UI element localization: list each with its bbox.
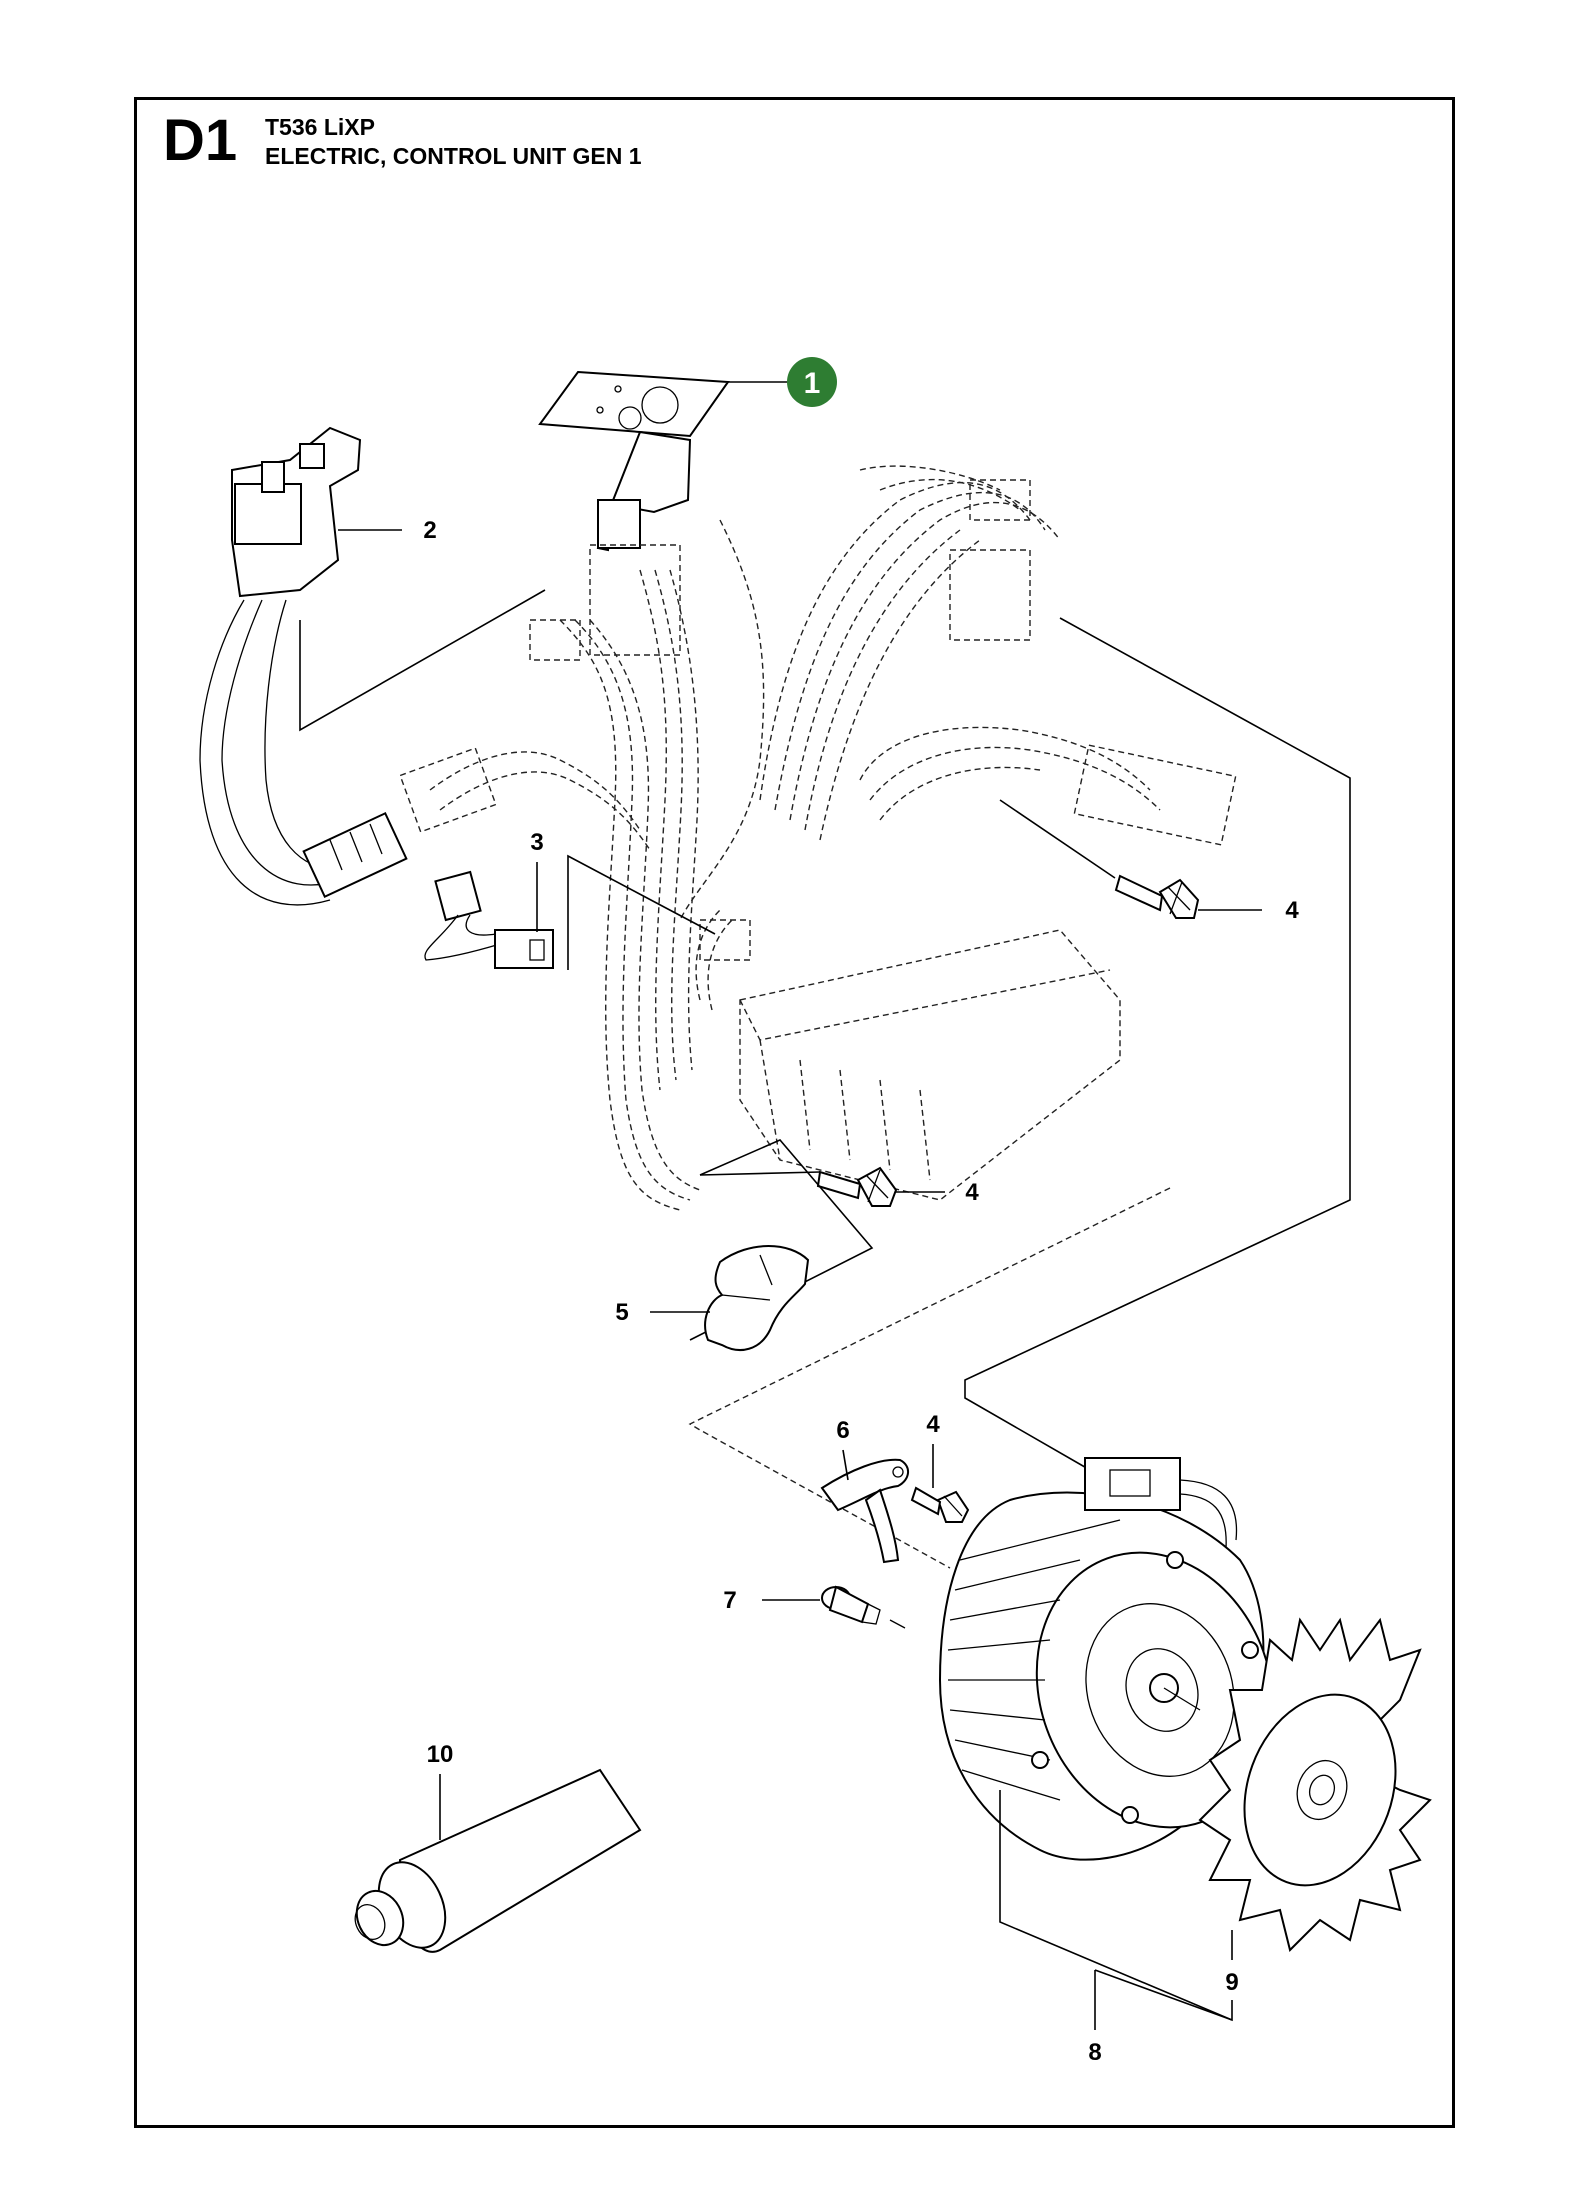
callout-badge-1[interactable]	[787, 357, 837, 407]
callout-3: 3	[530, 829, 543, 856]
control-unit-module[interactable]	[739, 929, 1121, 1201]
part-9-fan[interactable]	[1198, 1617, 1432, 1952]
callout-4-middle: 4	[965, 1179, 979, 1206]
leader-8-right	[1094, 1969, 1233, 2022]
screw-4-axis-upper	[999, 799, 1116, 879]
callout-2: 2	[423, 517, 436, 544]
section-description: ELECTRIC, CONTROL UNIT GEN 1	[265, 143, 642, 169]
callout-6: 6	[836, 1417, 849, 1444]
callout-10: 10	[427, 1741, 454, 1768]
part-1-label-sticker[interactable]	[538, 370, 730, 552]
connector-leader-motor	[964, 617, 1351, 1471]
part-10-grease-tube[interactable]	[348, 1768, 642, 1958]
connector-leader-2	[299, 589, 546, 732]
leader-8-left	[999, 1790, 1233, 2021]
callout-4-upper: 4	[1285, 897, 1299, 924]
wire-harness[interactable]	[429, 465, 1161, 1211]
part-6-cable-clamp[interactable]	[820, 1458, 909, 1564]
dashed-leader-motor	[688, 1187, 1171, 1569]
callout-5: 5	[615, 1299, 628, 1326]
callout-1: 1	[804, 367, 821, 400]
part-7-bolt[interactable]	[821, 1585, 881, 1625]
screw-4-axis-middle	[699, 1171, 821, 1176]
model-title: T536 LiXP	[265, 114, 375, 140]
connector-leader-3	[567, 854, 716, 970]
bolt-7-axis	[889, 1619, 906, 1629]
section-code: D1	[163, 108, 238, 173]
callout-9: 9	[1225, 1969, 1238, 1996]
leader-6	[842, 1449, 849, 1481]
page-frame	[134, 97, 1455, 2128]
part-5-rubber-mount[interactable]	[704, 1245, 810, 1351]
harness-connectors	[399, 479, 1237, 961]
callout-4-lower: 4	[926, 1411, 940, 1438]
part-2-trigger-switch[interactable]	[199, 426, 408, 906]
part-4-screw-upper[interactable]	[1114, 874, 1200, 919]
callout-7: 7	[723, 1587, 736, 1614]
callout-8: 8	[1088, 2039, 1101, 2066]
part-4-screw-middle[interactable]	[816, 1166, 898, 1207]
part-4-screw-lower[interactable]	[910, 1486, 970, 1523]
part-3-connector-cable[interactable]	[424, 870, 554, 969]
